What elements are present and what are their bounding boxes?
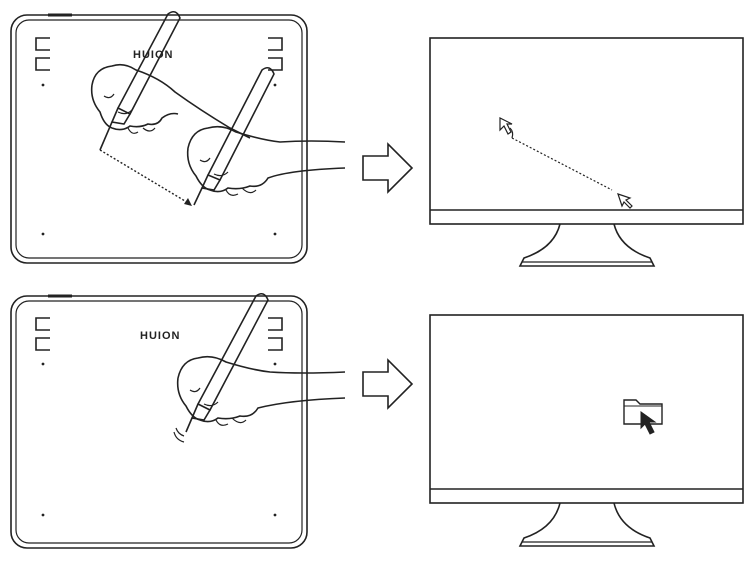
drag-path-screen xyxy=(511,137,613,191)
express-keys-right xyxy=(268,37,283,71)
hand-with-pen-tap xyxy=(173,292,346,443)
hand-with-pen-end xyxy=(186,66,346,206)
brand-logo-2: HUION xyxy=(140,330,180,342)
hand-with-pen-start xyxy=(90,10,251,151)
express-keys-right-2 xyxy=(268,317,283,351)
tablet-top: HUION xyxy=(10,13,308,264)
cursor-filled-icon xyxy=(640,411,657,435)
brand-logo: HUION xyxy=(133,49,173,61)
drag-path-tablet xyxy=(99,149,192,206)
express-keys-left xyxy=(35,37,50,71)
express-keys-left-2 xyxy=(35,317,50,351)
folder-icon[interactable] xyxy=(623,399,663,425)
cursor-end-icon xyxy=(617,193,633,209)
direction-arrow-top xyxy=(362,142,414,194)
tablet-bottom: HUION xyxy=(10,294,308,549)
monitor-bottom xyxy=(429,314,744,547)
monitor-top xyxy=(429,37,744,267)
cursor-start-icon xyxy=(499,117,514,139)
direction-arrow-bottom xyxy=(362,358,414,410)
